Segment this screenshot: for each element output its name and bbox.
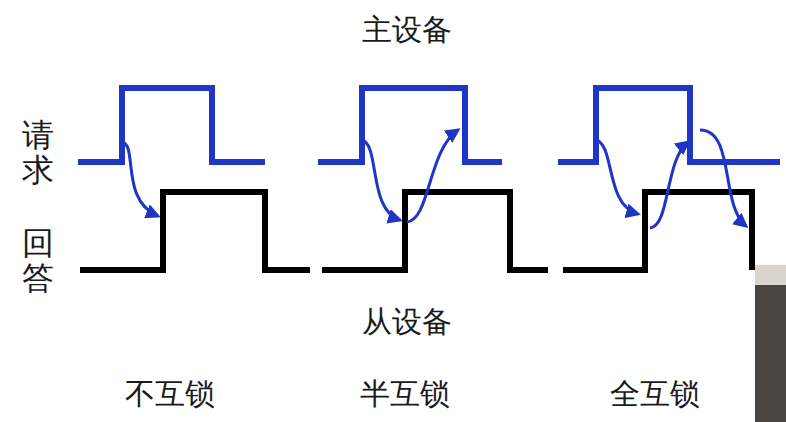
causal-arrow xyxy=(362,140,400,220)
signal-name: 回答 xyxy=(22,226,54,296)
mode-label: 半互锁 xyxy=(360,376,450,412)
mode-label: 全互锁 xyxy=(610,376,700,412)
video-overlay xyxy=(755,265,786,285)
causal-arrow xyxy=(596,140,638,214)
causal-arrow xyxy=(407,130,458,222)
causal-arrow xyxy=(650,142,688,228)
answer-wave xyxy=(563,192,752,270)
mode-label: 不互锁 xyxy=(125,376,215,412)
request-wave xyxy=(558,88,780,162)
request-wave xyxy=(78,88,265,162)
answer-wave xyxy=(80,192,310,270)
device-label: 主设备 xyxy=(362,12,452,48)
answer-wave xyxy=(322,192,548,270)
causal-arrow xyxy=(122,142,158,216)
request-wave xyxy=(318,88,502,162)
signal-name: 请求 xyxy=(22,118,54,188)
device-label: 从设备 xyxy=(362,304,452,340)
video-overlay xyxy=(755,265,786,422)
causal-arrow xyxy=(700,130,746,226)
